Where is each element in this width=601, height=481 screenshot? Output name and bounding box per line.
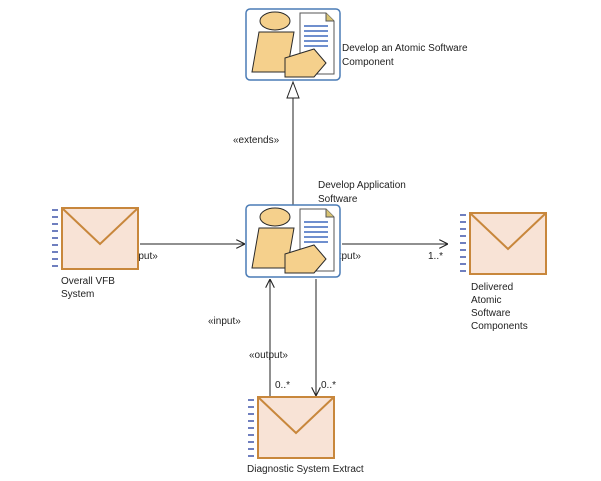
task-develop-application-software[interactable]: Develop Application Software (245, 180, 409, 278)
work-product-diagnostic-system-extract[interactable]: Diagnostic System Extract (247, 396, 364, 475)
delivered-multiplicity: 1..* (428, 251, 443, 262)
edge-vfb-input: «input» (125, 244, 245, 262)
vfb-label: Overall VFB System (61, 276, 118, 300)
task-definition-icon (245, 8, 341, 81)
work-product-delivered-atomic-software-components[interactable]: Delivered Atomic Software Components (460, 212, 547, 332)
task-definition-icon (245, 204, 341, 278)
edge-diag-output: «output» 0..* (249, 279, 336, 396)
work-product-overall-vfb-system[interactable]: Overall VFB System (52, 207, 139, 300)
diag-input-label: «input» (208, 316, 241, 327)
edge-extends: «extends» (233, 80, 300, 205)
generalization-arrowhead (286, 80, 300, 99)
delivered-output-label: «output» (322, 251, 361, 262)
envelope-icon (248, 396, 335, 459)
edge-delivered-output: «output» 1..* (322, 244, 448, 262)
diag-input-multiplicity: 0..* (275, 380, 290, 391)
vfb-input-label: «input» (125, 251, 158, 262)
task-app-label: Develop Application Software (318, 180, 409, 205)
task-atomic-label: Develop an Atomic Software Component (342, 43, 470, 68)
delivered-label: Delivered Atomic Software Components (471, 282, 528, 332)
diag-output-label: «output» (249, 350, 288, 361)
envelope-icon (52, 207, 139, 270)
task-develop-atomic-component[interactable]: Develop an Atomic Software Component (245, 8, 470, 81)
extends-label: «extends» (233, 135, 280, 146)
diag-label: Diagnostic System Extract (247, 464, 364, 475)
envelope-icon (460, 212, 547, 275)
edge-diag-input: «input» 0..* (208, 279, 290, 396)
diag-output-multiplicity: 0..* (321, 380, 336, 391)
